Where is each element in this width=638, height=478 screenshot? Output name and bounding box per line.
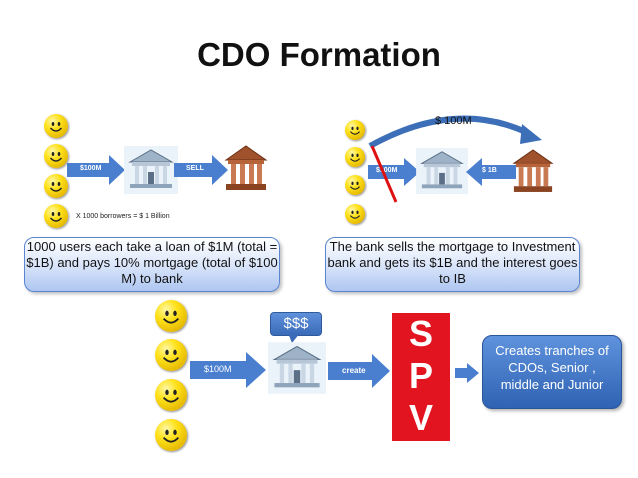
create-arrow-label: create [342,366,366,375]
spv-letter-s: S [408,313,433,354]
borrowers-note: X 1000 borrowers = $ 1 Billion [76,213,170,220]
back-money-arrow [466,158,516,186]
spv-letter-v: V [408,397,433,438]
dollar-box: $$$ [270,312,322,336]
smiley-icon [345,204,365,224]
create-arrow [328,354,390,388]
money-arrow [67,155,125,185]
smiley-icon [44,114,68,138]
bank-icon [268,340,326,396]
smiley-icon [345,120,365,140]
smiley-icon [155,339,187,371]
smiley-icon [345,147,365,167]
smiley-icon [155,379,187,411]
money-arrow-bottom-label: $100M [204,364,232,374]
curved-arrow-label: $ 100M [435,115,472,127]
investment-bank-icon [512,146,554,194]
page-title: CDO Formation [197,36,441,73]
cross-line [370,144,398,204]
investment-bank-icon [224,142,268,192]
spv-letter-p: P [408,355,433,396]
smiley-icon [155,419,187,451]
money-arrow-label: $100M [80,165,102,172]
spv-block: S P V [392,313,450,441]
tranche-box: Creates tranches of CDOs, Senior , middl… [482,335,622,409]
smiley-icon [155,300,187,332]
borrowers-callout: 1000 users each take a loan of $1M (tota… [24,237,280,292]
sell-arrow [174,155,228,185]
curved-arrow [366,110,546,150]
smiley-icon [44,174,68,198]
bank-icon [416,148,468,194]
sale-callout: The bank sells the mortgage to Investmen… [325,237,580,292]
smiley-icon [44,204,68,228]
tranche-arrow [455,363,479,383]
sell-arrow-label: SELL [186,165,204,172]
crossed-arrow-label: $100M [376,167,398,174]
back-arrow-label: $ 1B [482,167,497,174]
dollar-pointer [288,333,300,343]
smiley-icon [345,175,365,195]
money-arrow-bottom [190,352,266,388]
bank-icon [124,146,178,194]
smiley-icon [44,144,68,168]
